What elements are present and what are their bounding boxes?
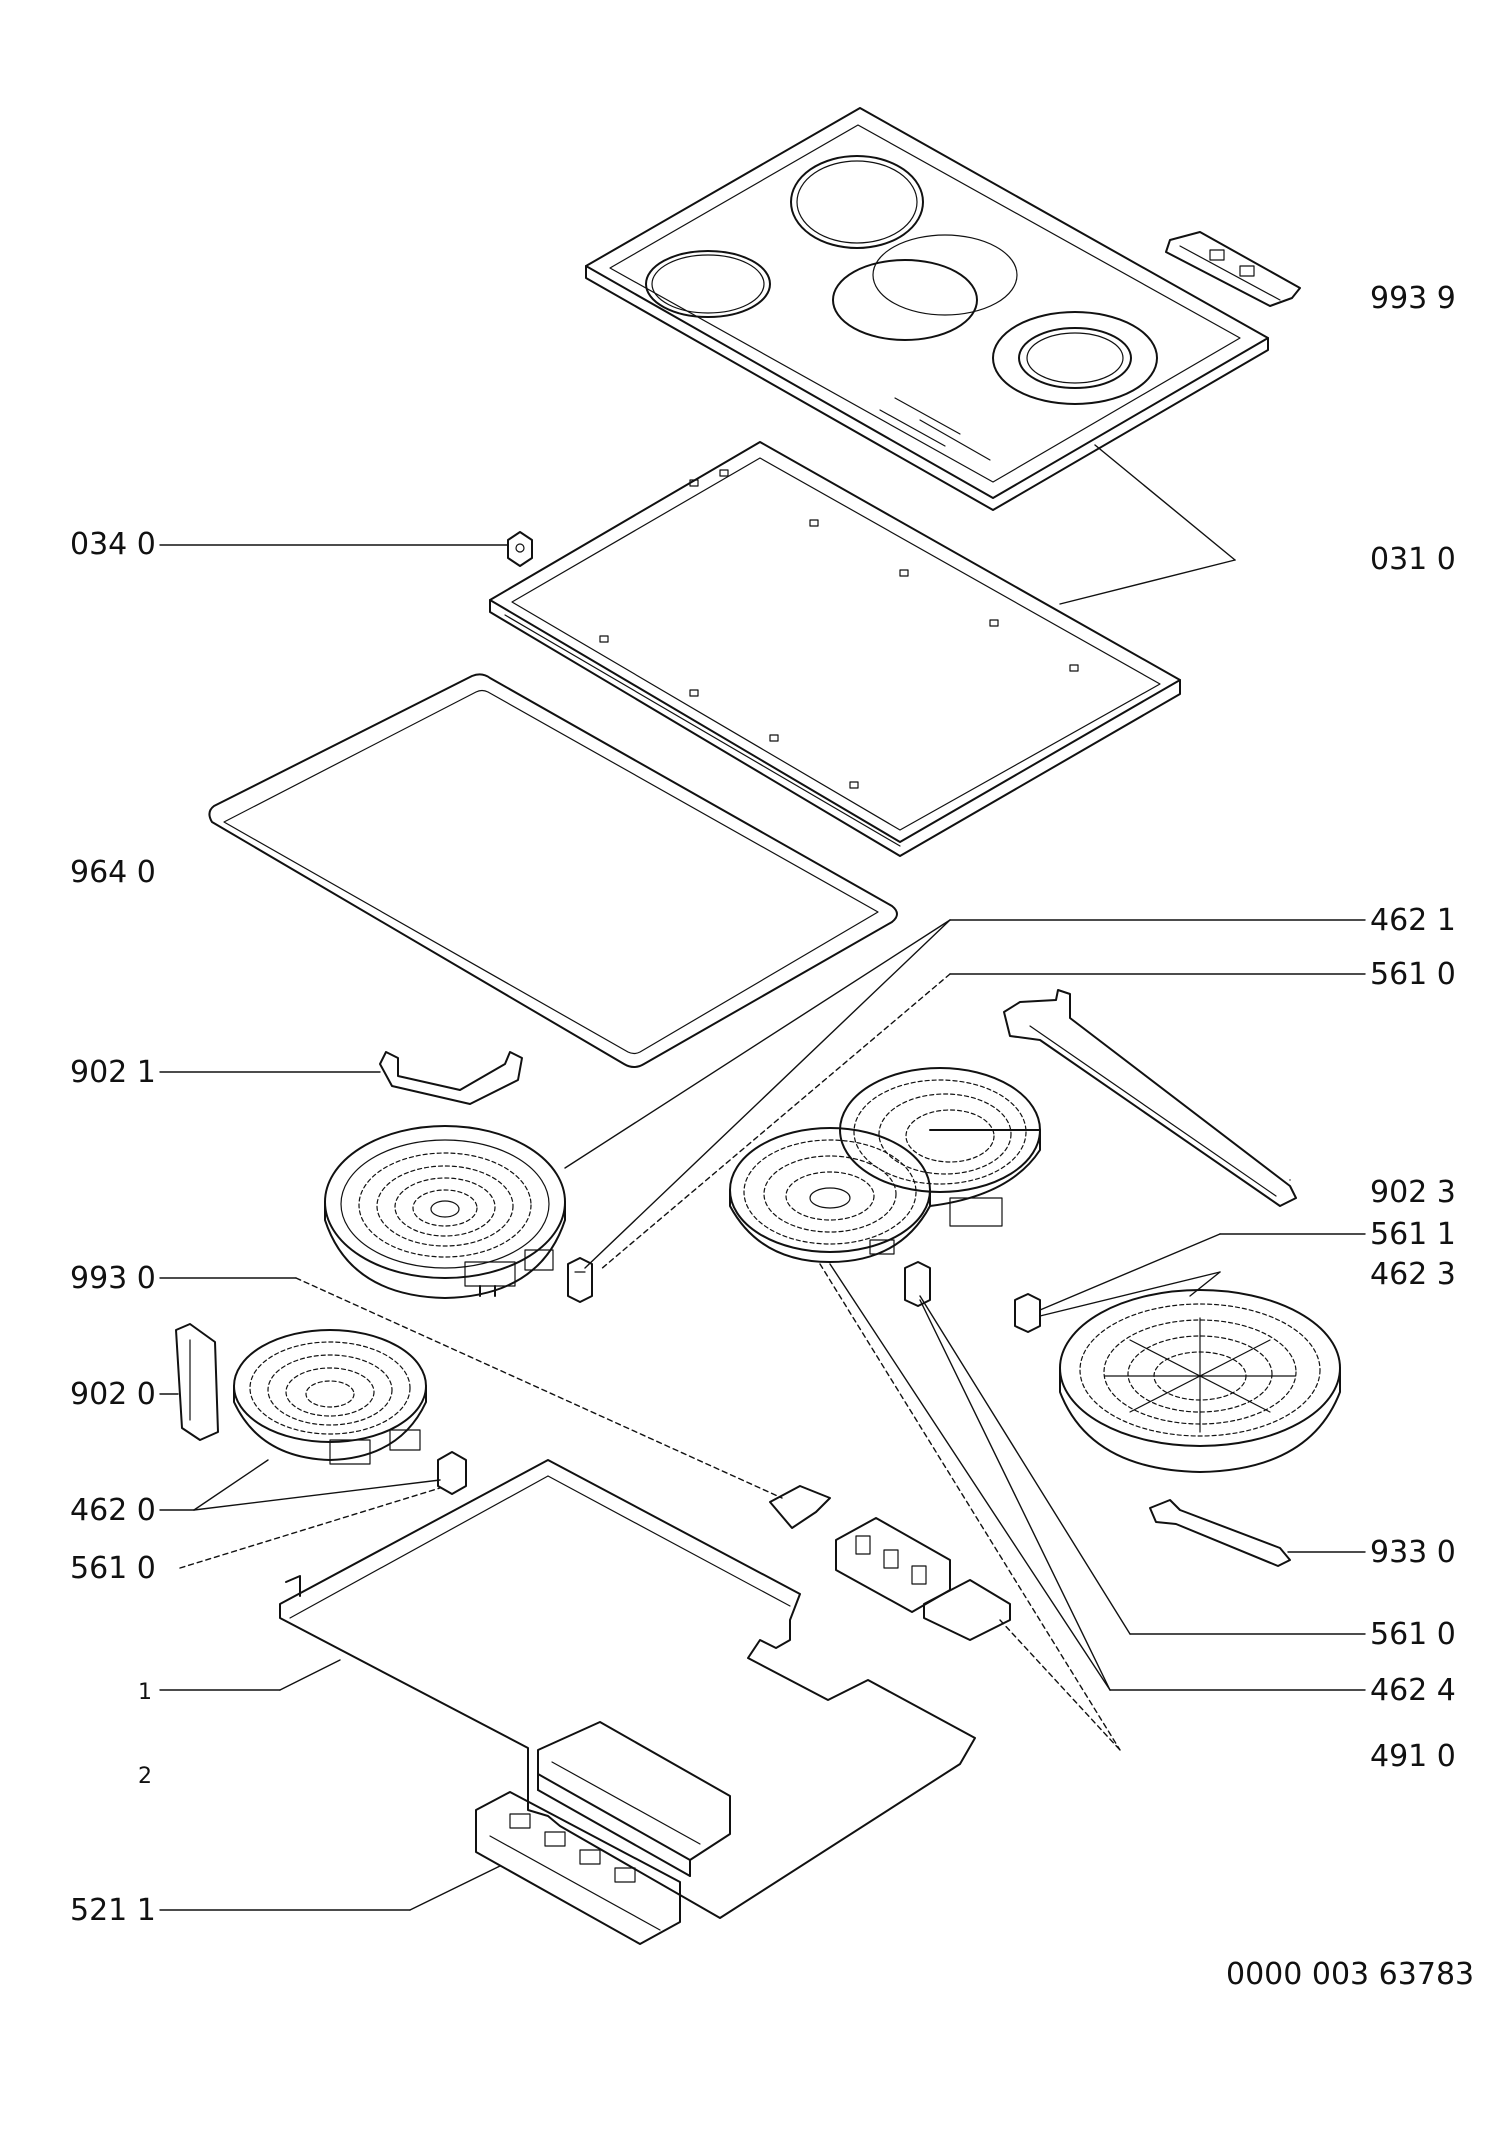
label-462-4: 462 4	[1370, 1673, 1456, 1708]
frame-seal	[208, 673, 898, 1068]
electronics-box	[537, 1721, 731, 1877]
label-902-1: 902 1	[70, 1055, 156, 1090]
label-993-0: 993 0	[70, 1261, 156, 1296]
label-902-0: 902 0	[70, 1377, 156, 1412]
label-561-1: 561 1	[1370, 1217, 1456, 1252]
label-462-1: 462 1	[1370, 903, 1456, 938]
terminal-clip-center	[904, 1261, 931, 1307]
label-561-0-top: 561 0	[1370, 957, 1456, 992]
label-034-0: 034 0	[70, 527, 156, 562]
terminal-clip-lower-left	[437, 1451, 467, 1495]
terminal-clip-right	[1014, 1293, 1041, 1333]
drawing-reference-number: 0000 003 63783	[1226, 1957, 1475, 1992]
bracket-902-1	[379, 1051, 523, 1105]
label-2: 2	[138, 1764, 152, 1789]
label-561-0-bottom: 561 0	[1370, 1617, 1456, 1652]
label-031-0: 031 0	[1370, 542, 1456, 577]
label-1: 1	[138, 1680, 152, 1705]
frame-clip	[507, 531, 533, 567]
label-561-0-left: 561 0	[70, 1551, 156, 1586]
heater-clip-left	[567, 1257, 593, 1303]
ceramic-glass-top	[585, 107, 1269, 511]
tray-clip	[769, 1485, 831, 1529]
radiant-heater-right	[1059, 1289, 1341, 1473]
radiant-heater-small	[233, 1329, 427, 1465]
label-902-3: 902 3	[1370, 1175, 1456, 1210]
dual-heater-right	[729, 1067, 1041, 1263]
temperature-sensor	[1149, 1499, 1291, 1567]
radiant-heater-left	[324, 1125, 566, 1299]
base-tray	[279, 1459, 976, 1919]
label-933-0: 933 0	[1370, 1535, 1456, 1570]
bracket-902-0	[175, 1323, 219, 1441]
label-462-0: 462 0	[70, 1493, 156, 1528]
support-rail-902-3	[1003, 989, 1297, 1207]
top-bracket-clip	[1165, 231, 1301, 307]
label-993-9: 993 9	[1370, 281, 1456, 316]
cooktop-frame	[489, 441, 1181, 857]
leader-lines	[159, 444, 1366, 1911]
label-491-0: 491 0	[1370, 1739, 1456, 1774]
connection-terminal-block	[835, 1517, 1011, 1641]
label-521-1: 521 1	[70, 1893, 156, 1928]
label-462-3: 462 3	[1370, 1257, 1456, 1292]
label-964-0: 964 0	[70, 855, 156, 890]
control-module	[475, 1791, 681, 1945]
